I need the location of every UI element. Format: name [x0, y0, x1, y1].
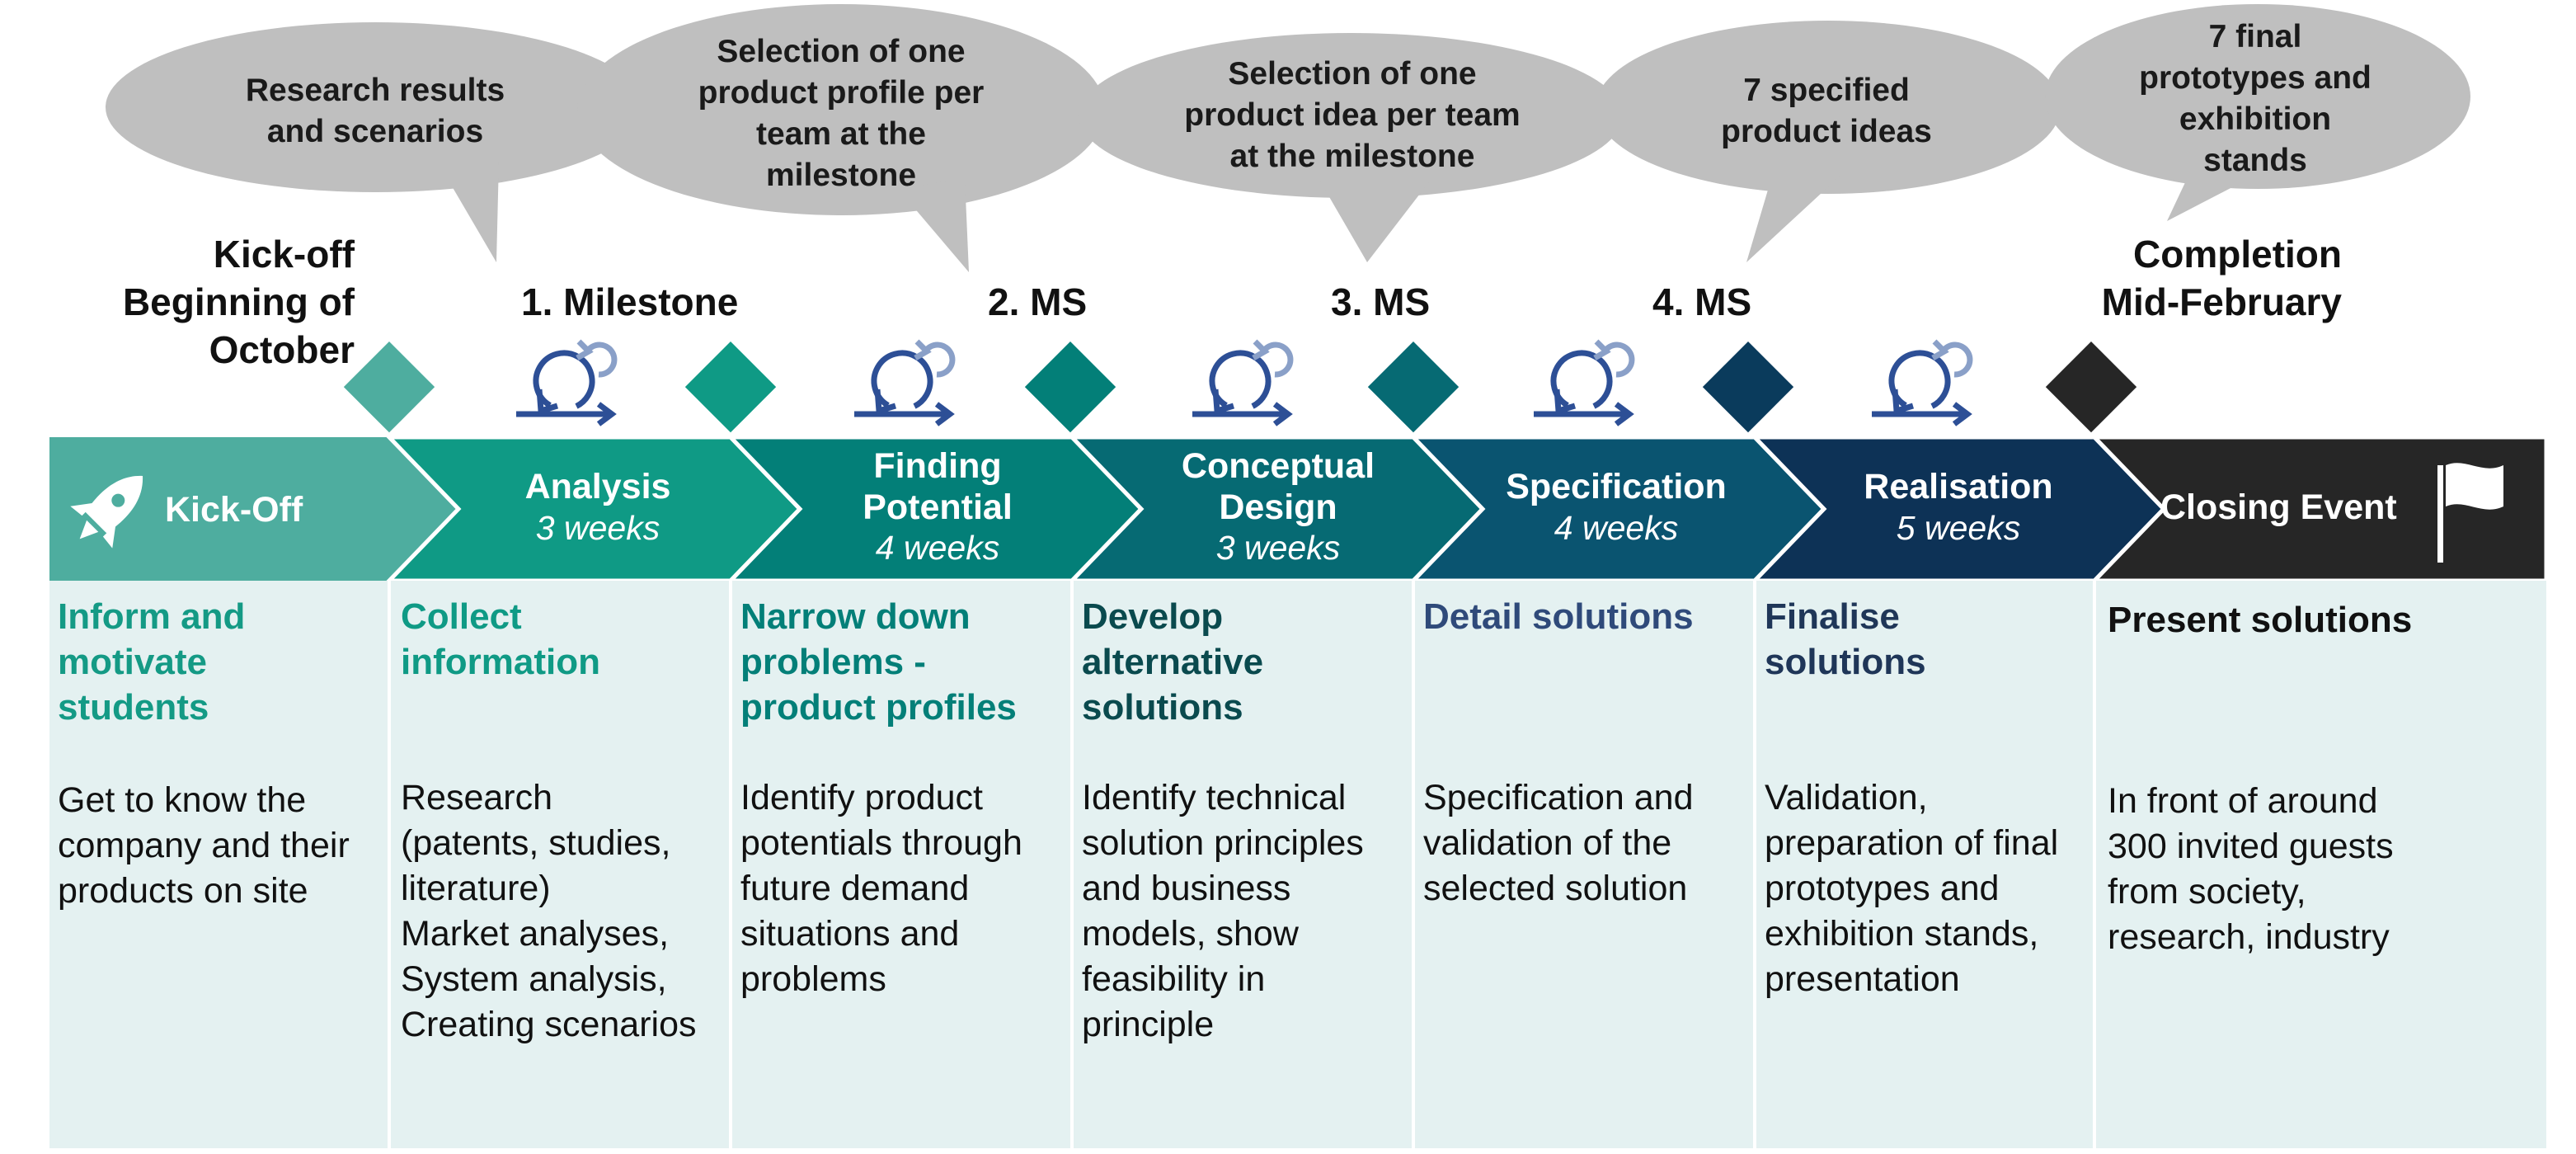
bubble-text-1: Research results and scenarios [245, 73, 505, 149]
column-conceptual-design [1074, 577, 1412, 1148]
flag-icon [2437, 463, 2503, 563]
column-body-finding-potential: Identify product potentials through futu… [740, 778, 1022, 999]
phase-chevron-realisation [1751, 437, 2167, 581]
phase-title-finding-potential: Finding Potential [863, 446, 1013, 527]
column-heading-realisation: Finalise solutions [1765, 596, 1926, 682]
iteration-loop-icon [516, 341, 614, 424]
column-heading-finding-potential: Narrow down problems - product profiles [740, 596, 1017, 728]
column-realisation [1756, 577, 2093, 1148]
phase-title-analysis: Analysis [524, 467, 671, 506]
column-body-conceptual-design: Identify technical solution principles a… [1082, 778, 1364, 1044]
speech-bubble-5 [2045, 4, 2470, 221]
milestone-label-2: 2. MS [988, 280, 1088, 323]
column-body-analysis: Research (patents, studies, literature) … [401, 778, 697, 1044]
milestone-diamond-3 [1367, 341, 1460, 433]
iteration-loop-icon [1192, 341, 1290, 424]
phase-chevron-closing-event [2091, 437, 2549, 581]
column-closing-event [2096, 577, 2546, 1148]
column-heading-kickoff: Inform and motivate students [58, 596, 246, 728]
bubble-text-3: Selection of one product idea per team a… [1184, 56, 1521, 174]
phase-duration-finding-potential: 4 weeks [875, 529, 1000, 567]
phase-chevron-finding-potential [727, 437, 1145, 581]
rocket-icon [70, 475, 143, 549]
milestone-label-completion: Completion Mid-February [2101, 233, 2342, 323]
milestone-label-kickoff: Kick-off Beginning of October [122, 233, 355, 371]
iteration-loop-icon [1534, 341, 1632, 424]
speech-bubble-1 [106, 22, 645, 262]
milestone-label-4: 4. MS [1652, 280, 1752, 323]
milestone-diamond-4 [1702, 341, 1794, 433]
column-kickoff [49, 577, 388, 1148]
column-specification [1415, 577, 1753, 1148]
speech-bubble-4 [1596, 21, 2061, 262]
phase-chevron-analysis [386, 437, 803, 581]
iteration-loop-icon [1872, 341, 1970, 424]
milestone-diamond-2 [1024, 341, 1116, 433]
speech-bubble-3 [1079, 33, 1623, 262]
phase-chevron-specification [1410, 437, 1827, 581]
bubble-text-4: 7 specified product ideas [1721, 73, 1932, 149]
phase-chevron-band [49, 437, 2549, 581]
milestone-markers-layer [343, 322, 2137, 433]
column-finding-potential [732, 577, 1070, 1148]
column-analysis [391, 577, 729, 1148]
phase-duration-conceptual-design: 3 weeks [1215, 529, 1341, 567]
column-body-realisation: Validation, preparation of final prototy… [1765, 778, 2059, 999]
column-heading-closing-event: Present solutions [2108, 600, 2413, 640]
column-body-kickoff: Get to know the company and their produc… [58, 780, 350, 911]
bubble-text-5: 7 final prototypes and exhibition stands [2139, 19, 2372, 178]
speech-bubble-2 [577, 4, 1105, 272]
phase-title-closing-event: Closing Event [2160, 488, 2397, 527]
phase-duration-realisation: 5 weeks [1896, 509, 2021, 547]
milestone-label-1: 1. Milestone [521, 280, 739, 323]
bubble-text-2: Selection of one product profile per tea… [698, 34, 985, 193]
milestone-label-3: 3. MS [1331, 280, 1431, 323]
phase-chevron-kickoff [49, 437, 458, 581]
speech-bubbles-layer [106, 4, 2470, 272]
phase-chevron-conceptual-design [1069, 437, 1486, 581]
phase-title-kickoff: Kick-Off [165, 490, 303, 530]
column-heading-conceptual-design: Develop alternative solutions [1082, 596, 1264, 728]
phase-duration-analysis: 3 weeks [535, 509, 660, 547]
phase-title-specification: Specification [1506, 467, 1727, 506]
iteration-loop-icon [854, 341, 952, 424]
phase-title-conceptual-design: Conceptual Design [1181, 446, 1375, 527]
milestone-diamond-kickoff [343, 341, 435, 433]
column-body-closing-event: In front of around 300 invited guests fr… [2108, 781, 2394, 957]
phase-duration-specification: 4 weeks [1554, 509, 1679, 547]
milestone-diamond-1 [684, 341, 777, 433]
column-heading-analysis: Collect information [401, 596, 600, 682]
milestone-diamond-completion [2045, 341, 2137, 433]
column-body-specification: Specification and validation of the sele… [1423, 778, 1694, 908]
phase-title-realisation: Realisation [1864, 467, 2053, 506]
column-heading-specification: Detail solutions [1423, 596, 1694, 637]
